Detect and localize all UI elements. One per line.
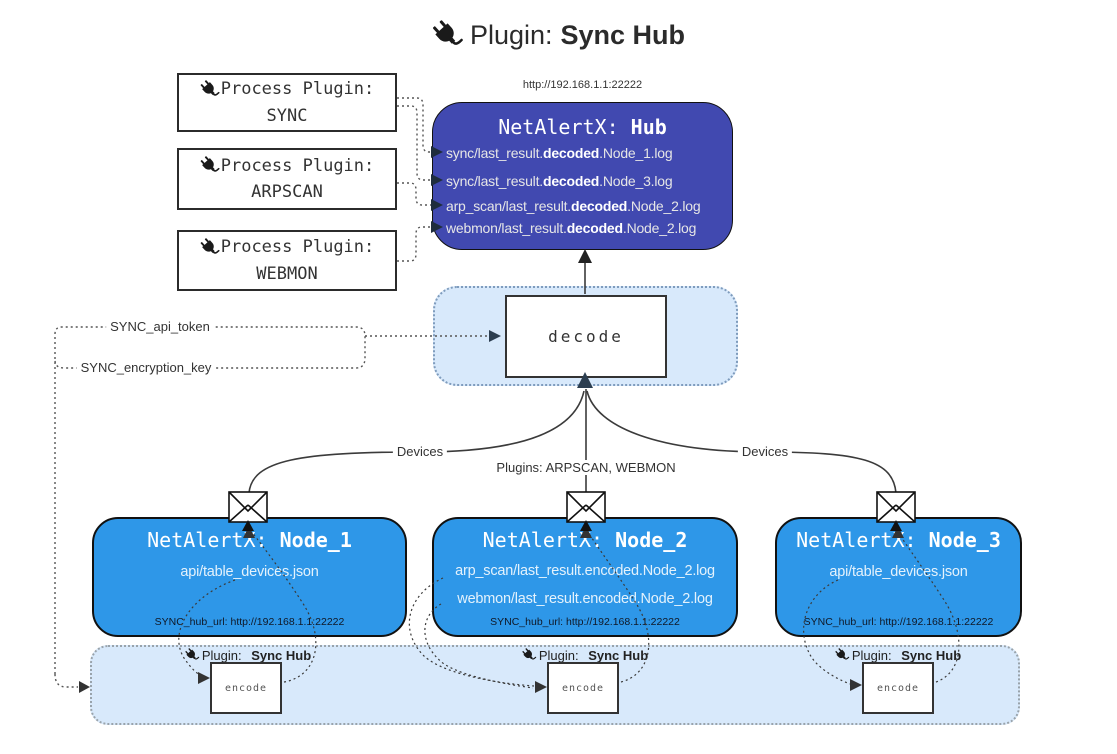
process-plugin-box-arpscan: Process Plugin: ARPSCAN <box>177 148 397 210</box>
plug-icon <box>196 234 223 261</box>
plugins-edge-label: Plugins: ARPSCAN, WEBMON <box>492 460 680 475</box>
sync-encryption-key-label: SYNC_encryption_key <box>76 360 216 375</box>
hub-url: http://192.168.1.1:22222 <box>522 79 643 91</box>
node-title: NetAlertX: Node_3 <box>796 528 1001 552</box>
encode-box: encode <box>862 662 934 714</box>
node-file: api/table_devices.json <box>829 564 968 580</box>
arrowhead-up <box>578 249 592 263</box>
process-plugin-label: Process Plugin: <box>220 155 375 176</box>
encode-box: encode <box>210 662 282 714</box>
hub-log-entry: arp_scan/last_result.decoded.Node_2.log <box>446 198 701 214</box>
hub-title: NetAlertX: Hub <box>498 115 667 139</box>
devices-edge-label: Devices <box>737 444 793 459</box>
process-plugin-box-webmon: Process Plugin: WEBMON <box>177 230 397 291</box>
node-file: webmon/last_result.encoded.Node_2.log <box>457 591 713 607</box>
node-hub-url: SYNC_hub_url: http://192.168.1.1:22222 <box>154 616 345 628</box>
encode-box: encode <box>547 662 619 714</box>
node-box-node2: NetAlertX: Node_2 arp_scan/last_result.e… <box>432 517 738 637</box>
node-title: NetAlertX: Node_2 <box>482 528 688 552</box>
node-file: arp_scan/last_result.encoded.Node_2.log <box>455 563 715 579</box>
hub-log-entry: webmon/last_result.decoded.Node_2.log <box>446 220 697 236</box>
hub-log-entry: sync/last_result.decoded.Node_3.log <box>446 173 673 189</box>
node-hub-url: SYNC_hub_url: http://192.168.1.1:22222 <box>803 616 994 628</box>
plug-icon <box>832 645 852 665</box>
process-plugin-name: ARPSCAN <box>251 182 323 202</box>
decode-box: decode <box>505 295 667 378</box>
node-title: NetAlertX: Node_1 <box>147 528 352 552</box>
plug-icon <box>426 14 468 56</box>
page-title: Plugin: Sync Hub <box>0 14 1117 56</box>
plug-icon <box>196 152 223 179</box>
hub-log-entry: sync/last_result.decoded.Node_1.log <box>446 145 673 161</box>
node-box-node3: NetAlertX: Node_3 api/table_devices.json… <box>775 517 1022 637</box>
node-to-decode-curves <box>248 389 897 494</box>
process-plugin-name: WEBMON <box>256 263 318 284</box>
sync-api-token-label: SYNC_api_token <box>106 319 214 334</box>
devices-edge-label: Devices <box>392 444 448 459</box>
plug-icon <box>519 645 539 665</box>
node-hub-url: SYNC_hub_url: http://192.168.1.1:22222 <box>490 616 680 628</box>
page-title-prefix: Plugin: <box>469 19 553 50</box>
plug-icon <box>196 76 223 103</box>
process-plugin-label: Process Plugin: <box>220 79 375 100</box>
hub-box: NetAlertX: Hub sync/last_result.decoded.… <box>432 102 733 250</box>
plug-icon <box>182 645 202 665</box>
arrowhead-right <box>79 681 90 693</box>
page-title-name: Sync Hub <box>560 19 686 50</box>
node-file: api/table_devices.json <box>180 564 319 580</box>
process-plugin-name: SYNC <box>266 105 308 126</box>
process-plugin-label: Process Plugin: <box>220 237 375 258</box>
plugin-to-hub-connectors <box>397 97 431 262</box>
process-plugin-box-sync: Process Plugin: SYNC <box>177 73 397 132</box>
node-box-node1: NetAlertX: Node_1 api/table_devices.json… <box>92 517 407 637</box>
